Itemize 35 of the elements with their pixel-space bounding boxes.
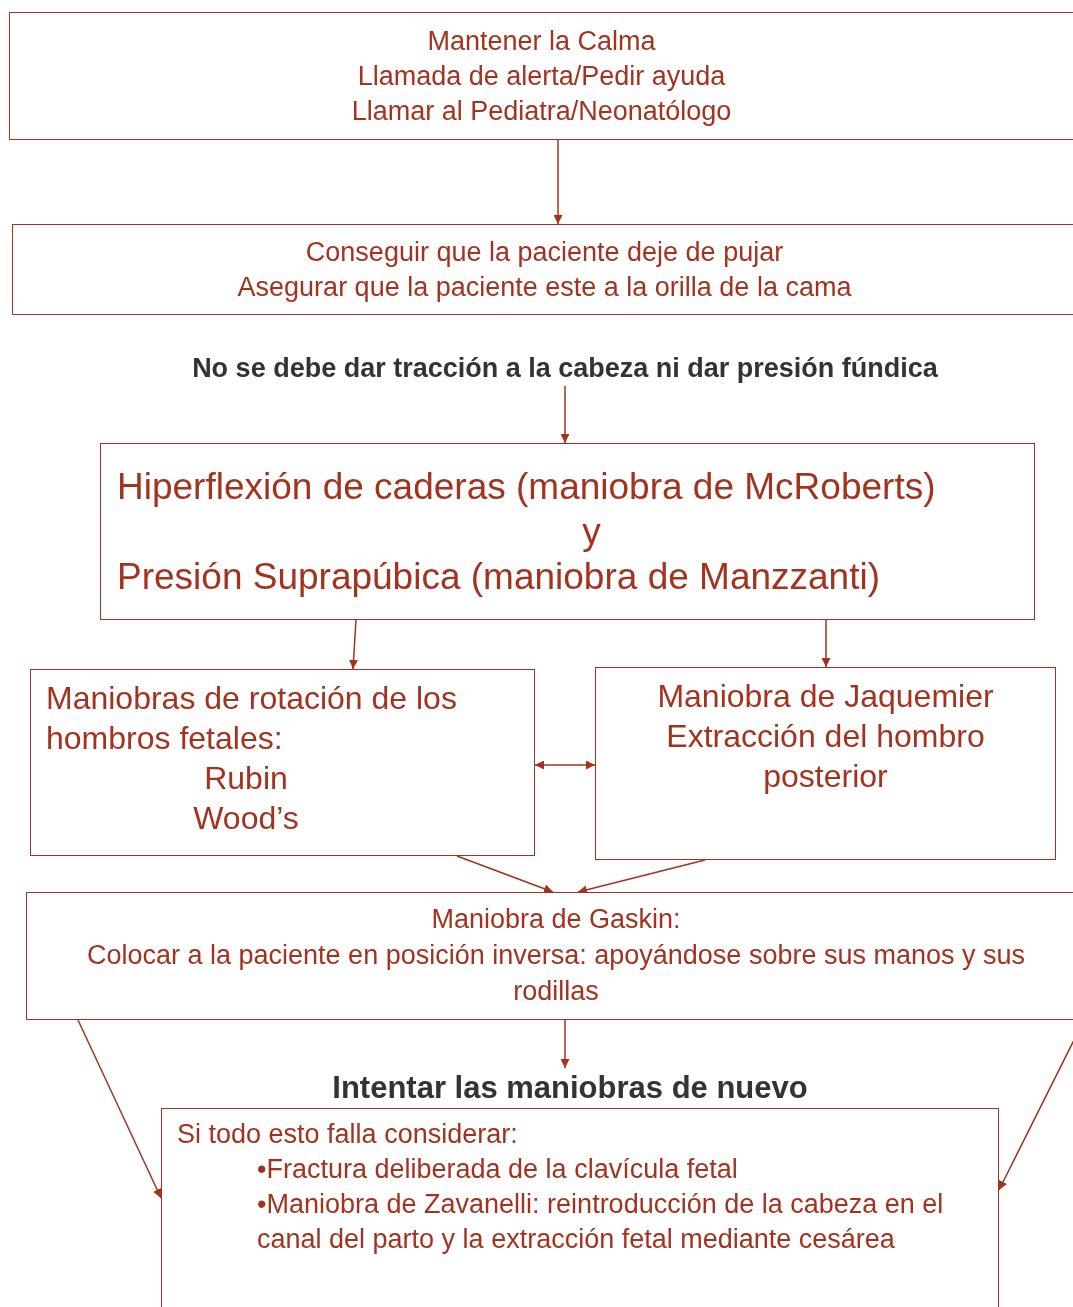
arrow (560, 1019, 570, 1069)
instruction-text: Intentar las maniobras de nuevo (290, 1068, 850, 1108)
instruction-text: No se debe dar tracción a la cabeza ni dar presión fúndica (130, 350, 1000, 386)
box-text: y (581, 510, 601, 554)
process-box (30, 669, 535, 856)
box-text: Presión Suprapúbica (maniobra de Manzzanti) (117, 555, 882, 599)
box-text: Asegurar que la paciente este a la orilla de la cama (237, 270, 852, 304)
box-text: Wood’s (193, 799, 300, 838)
process-box (9, 12, 1073, 140)
box-text: •Fractura deliberada de la clavícula fetal (256, 1153, 739, 1186)
arrow (456, 855, 554, 894)
box-text: Rubin (204, 759, 289, 798)
box-text: Llamada de alerta/Pedir ayuda (357, 59, 726, 93)
box-text: Conseguir que la paciente deje de pujar (305, 235, 784, 269)
arrow (349, 619, 359, 670)
box-text: Maniobras de rotación de los hombros fetales: (46, 679, 458, 758)
process-box (100, 443, 1035, 620)
box-heading: Si todo esto falla considerar: (177, 1118, 519, 1151)
box-text: Hiperflexión de caderas (maniobra de McRoberts) (117, 465, 937, 509)
arrow (821, 619, 831, 668)
box-text: •Maniobra de Zavanelli: reintroducción de la cabeza en el canal del parto y la extracción fetal mediante cesárea (256, 1188, 945, 1256)
box-text: Extracción del hombro posterior (665, 717, 986, 796)
process-box (26, 892, 1073, 1020)
box-text: Mantener la Calma (427, 24, 656, 58)
box-text: Colocar a la paciente en posición inversa: apoyándose sobre sus manos y sus rodillas (85, 939, 1026, 1008)
arrow (553, 139, 563, 225)
arrow (77, 1019, 162, 1199)
box-text: Maniobra de Jaquemier (657, 677, 994, 716)
process-box (161, 1108, 999, 1307)
arrow (534, 760, 596, 770)
process-box (595, 667, 1056, 860)
process-box (12, 224, 1073, 315)
box-text: Llamar al Pediatra/Neonatólogo (351, 94, 732, 128)
arrow (560, 385, 570, 444)
box-heading: Maniobra de Gaskin: (431, 903, 681, 936)
